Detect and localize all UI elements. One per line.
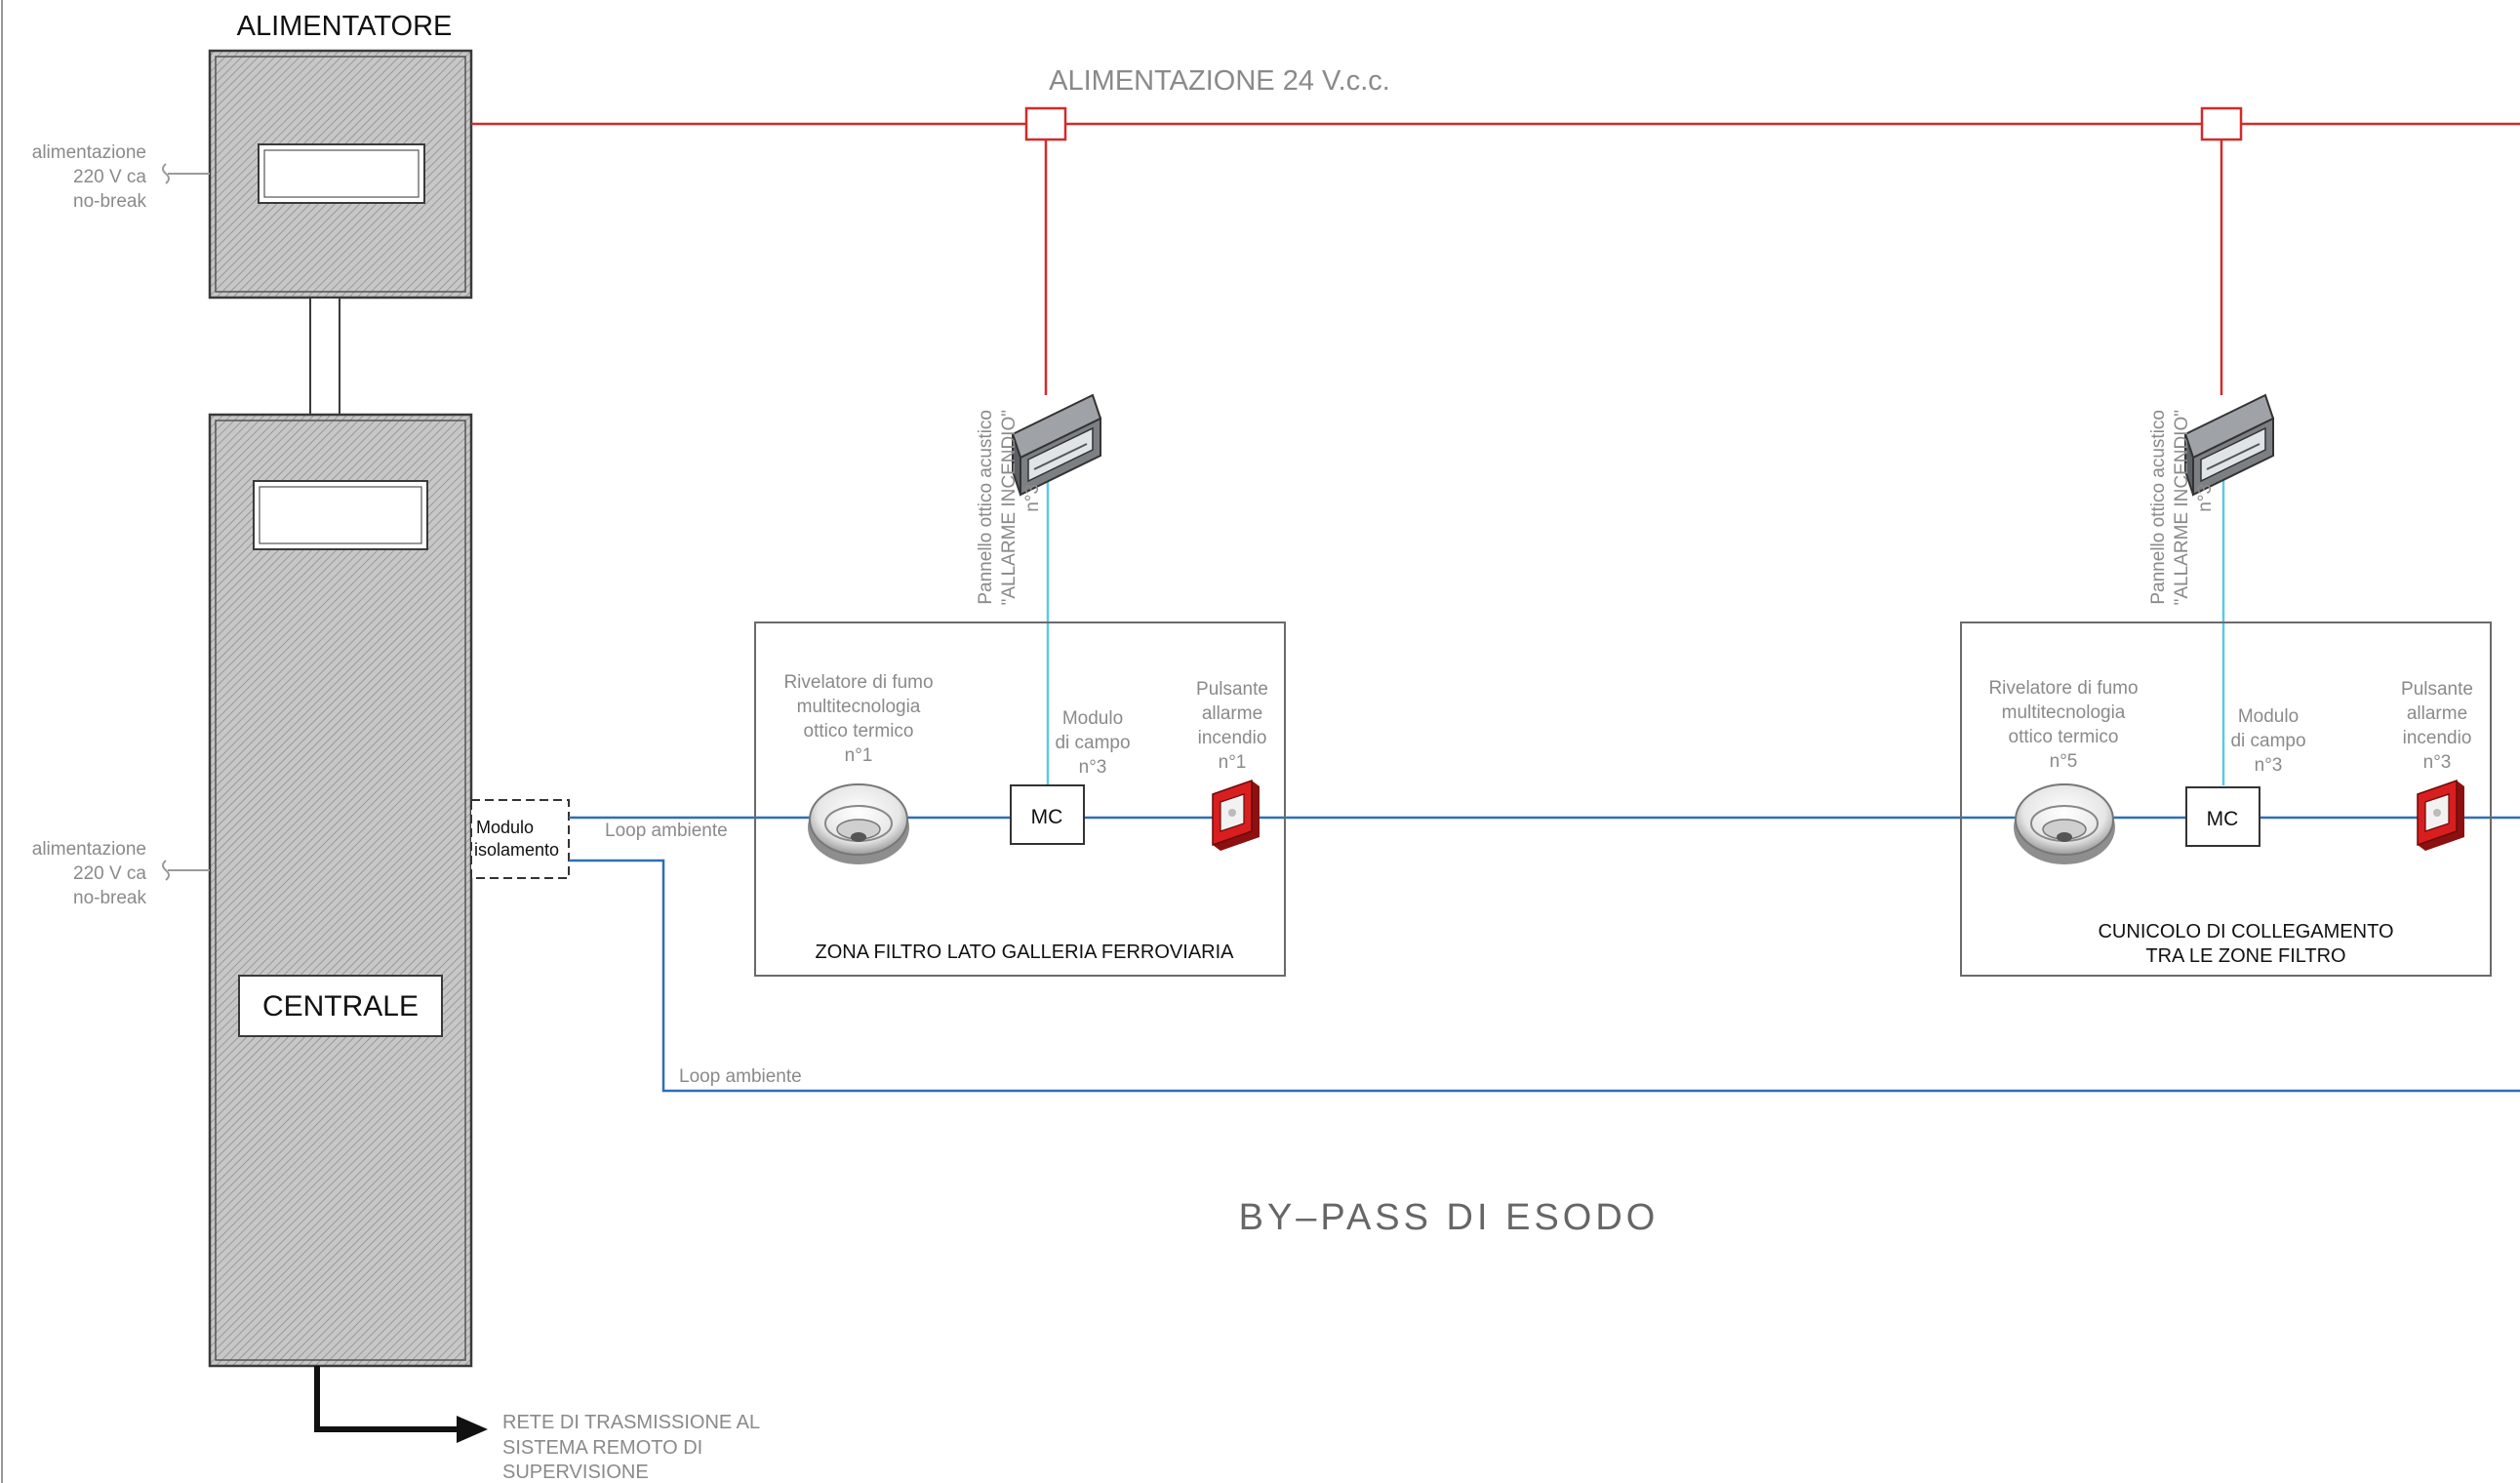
zone-boundary (754, 621, 1286, 977)
junction-box-icon (2200, 106, 2243, 141)
cabinet-connector (309, 297, 340, 416)
module-label-line-1: Modulo (1062, 708, 1123, 729)
power-supply-mains-note: alimentazione 220 V ca no-break (32, 142, 210, 212)
transmission-line-3: SUPERVISIONE (502, 1462, 649, 1483)
power-supply-cabinet: ALIMENTATORE (208, 11, 473, 300)
zone-name-line-1: CUNICOLO DI COLLEGAMENTO (2098, 921, 2393, 942)
transmission-arrow: RETE DI TRASMISSIONE AL SISTEMA REMOTO D… (314, 1366, 760, 1483)
isolation-module-line-1: Modulo (476, 818, 534, 837)
panel-label-line-1: Pannello ottico acustico (2148, 410, 2169, 605)
detector-label-line-1: Rivelatore di fumo (1988, 678, 2138, 699)
power-line-24v: ALIMENTAZIONE 24 V.c.c. (471, 65, 2520, 395)
panel-label-line-3: n°3 (2195, 484, 2216, 512)
callpoint-label-line-1: Pulsante (1196, 679, 1268, 700)
power-supply-title: ALIMENTATORE (237, 11, 453, 42)
central-unit-nameplate (238, 975, 443, 1037)
loop-label-lower: Loop ambiente (679, 1066, 802, 1087)
transmission-line-1: RETE DI TRASMISSIONE AL (502, 1412, 760, 1433)
field-module-box (1010, 784, 1085, 845)
field-module-code: MC (2207, 808, 2239, 830)
callpoint-label-line-4: n°3 (2423, 752, 2452, 773)
callpoint-label-line-1: Pulsante (2401, 679, 2473, 700)
diagram-main-title: BY–PASS DI ESODO (1239, 1197, 1660, 1238)
detector-label-line-2: multitecnologia (797, 697, 921, 717)
transmission-line-2: SISTEMA REMOTO DI (502, 1437, 702, 1459)
callpoint-label-line-4: n°1 (1219, 752, 1247, 773)
detector-label-line-2: multitecnologia (2002, 702, 2126, 723)
detector-label-line-3: ottico termico (2009, 727, 2119, 747)
isolation-module-line-2: isolamento (474, 840, 559, 860)
break-symbol-icon (162, 163, 170, 184)
zone-connecting-tunnel: Pannello ottico acustico "ALLARME INCEND… (1960, 393, 2492, 977)
junction-box-icon (1024, 106, 1067, 141)
detector-label-line-4: n°1 (845, 745, 873, 766)
central-unit-mains-note: alimentazione 220 V ca no-break (32, 839, 210, 908)
loop-label-upper: Loop ambiente (605, 821, 728, 841)
detector-label-line-4: n°5 (2050, 751, 2078, 772)
callpoint-label-line-3: incendio (1198, 728, 1267, 748)
zone-name-line-1: ZONA FILTRO LATO GALLERIA FERROVIARIA (816, 942, 1235, 963)
detector-label-line-1: Rivelatore di fumo (783, 672, 933, 693)
mains-note-line-1: alimentazione (32, 142, 146, 163)
panel-label-line-2: "ALLARME INCENDIO" (999, 410, 1020, 605)
central-unit-display (253, 480, 428, 550)
alarm-panel-icon (1011, 393, 1102, 497)
power-supply-display (258, 143, 425, 204)
panel-label-line-2: "ALLARME INCENDIO" (2172, 410, 2192, 605)
module-label-line-3: n°3 (1079, 757, 1107, 778)
field-module-code: MC (1031, 806, 1063, 828)
field-module-box (2185, 786, 2260, 847)
module-label-line-2: di campo (1055, 733, 1130, 753)
manual-call-point-icon (2417, 779, 2464, 851)
panel-label-line-3: n°3 (1022, 484, 1043, 512)
alarm-panel-icon (2183, 393, 2275, 497)
mains-note-line-3: no-break (73, 191, 146, 212)
panel-label-line-1: Pannello ottico acustico (976, 410, 996, 605)
break-symbol-icon (162, 860, 170, 881)
callpoint-label-line-2: allarme (2407, 703, 2467, 724)
zone-filter-railway: Pannello ottico acustico "ALLARME INCEND… (754, 393, 1286, 977)
power-line-label: ALIMENTAZIONE 24 V.c.c. (1049, 65, 1390, 97)
zone-boundary (1960, 621, 2492, 977)
isolation-module: Modulo isolamento (470, 799, 570, 879)
zone-name-line-2: TRA LE ZONE FILTRO (2145, 945, 2345, 967)
detector-label-line-3: ottico termico (804, 721, 914, 742)
smoke-detector-icon (2014, 783, 2115, 864)
callpoint-label-line-2: allarme (1202, 703, 1262, 724)
mains-note-line-2: 220 V ca (73, 167, 146, 187)
manual-call-point-icon (1212, 779, 1260, 851)
smoke-detector-icon (808, 783, 909, 864)
central-mains-line-3: no-break (73, 888, 146, 908)
module-label-line-1: Modulo (2238, 706, 2299, 727)
central-unit-cabinet: CENTRALE (208, 413, 473, 1368)
central-mains-line-2: 220 V ca (73, 863, 146, 884)
module-label-line-2: di campo (2230, 731, 2305, 751)
central-unit-title: CENTRALE (262, 990, 419, 1022)
callpoint-label-line-3: incendio (2403, 728, 2472, 748)
central-mains-line-1: alimentazione (32, 839, 146, 860)
module-label-line-3: n°3 (2255, 755, 2283, 776)
